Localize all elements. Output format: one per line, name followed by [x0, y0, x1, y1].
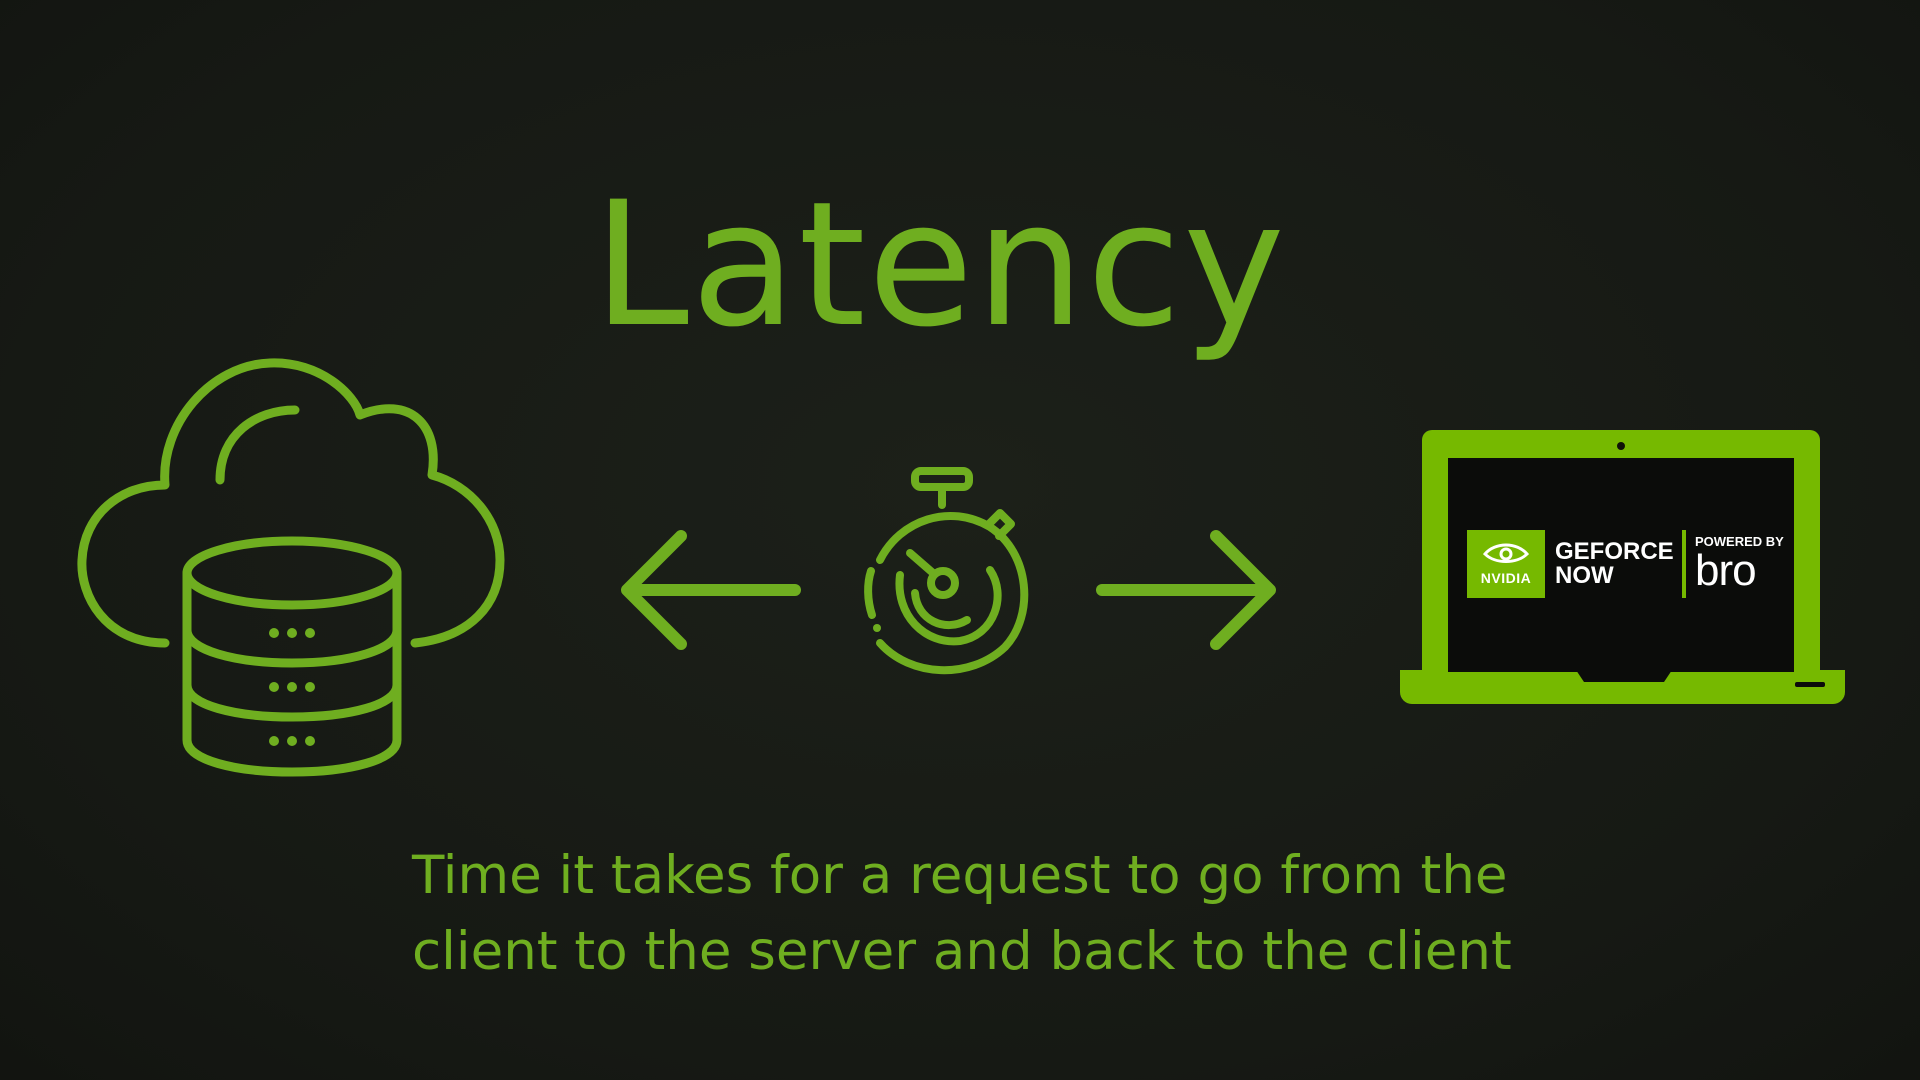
nvidia-badge: NVIDIA — [1467, 530, 1545, 598]
caption-line-2: client to the server and back to the cli… — [412, 921, 1512, 982]
logo-divider — [1682, 530, 1686, 598]
slide-title: Latency — [593, 164, 1287, 365]
bro-logo: bro — [1695, 546, 1757, 595]
laptop-icon — [1400, 430, 1845, 704]
arrow-left-icon — [621, 530, 801, 650]
arrow-right-icon — [1096, 530, 1276, 650]
stopwatch-icon — [864, 467, 1029, 675]
nvidia-eye-icon — [1482, 543, 1530, 563]
geforce-now-logo: NVIDIA GEFORCE NOW POWERED BY bro — [1467, 530, 1787, 598]
caption-line-1: Time it takes for a request to go from t… — [412, 845, 1508, 906]
cloud-database-icon — [77, 358, 505, 777]
powered-by-label: POWERED BY — [1695, 534, 1784, 549]
caption: Time it takes for a request to go from t… — [412, 838, 1562, 990]
nvidia-label: NVIDIA — [1480, 570, 1532, 586]
now-label: NOW — [1555, 562, 1614, 589]
geforce-now-label: GEFORCE NOW — [1555, 540, 1674, 588]
geforce-label: GEFORCE — [1555, 538, 1674, 565]
